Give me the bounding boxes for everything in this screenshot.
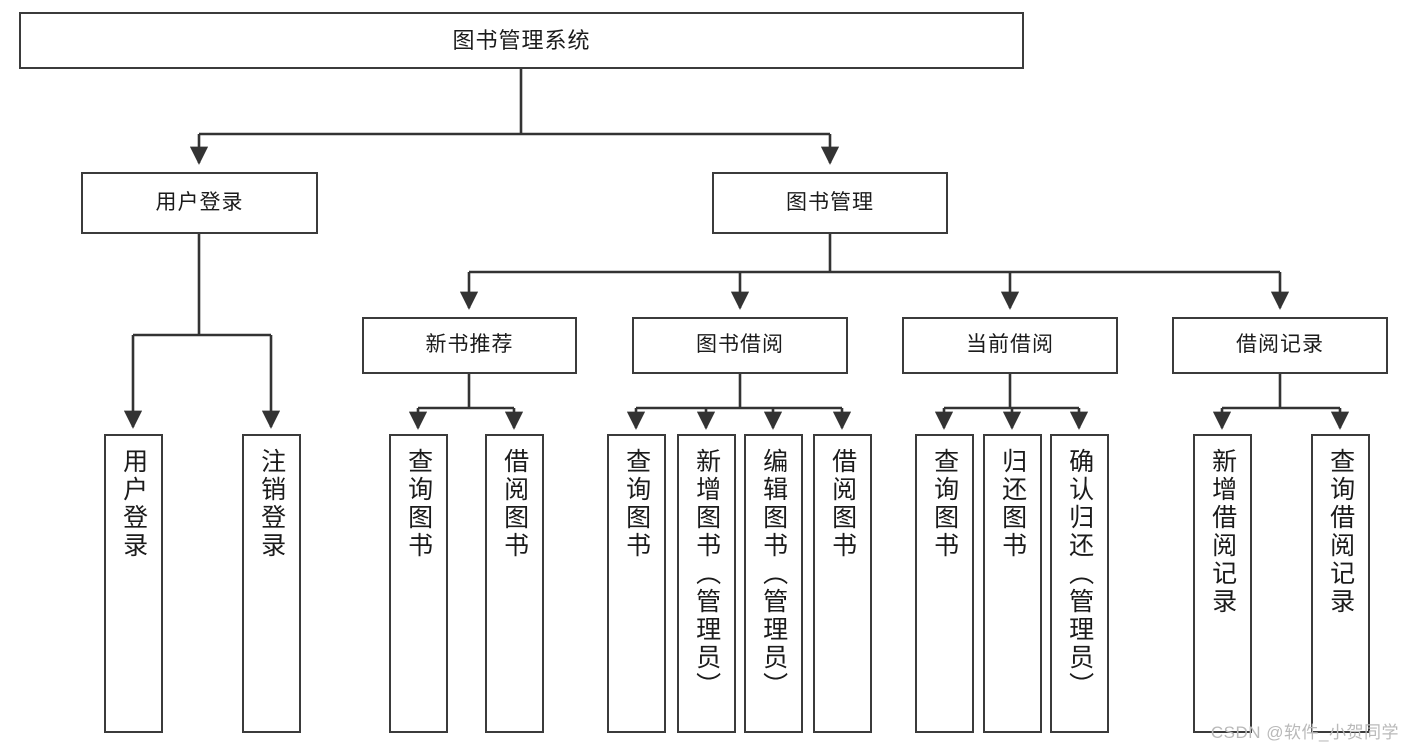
- leaf-query-borrow-record[interactable]: 查询借阅记录: [1311, 434, 1370, 733]
- leaf-confirm-return-admin[interactable]: 确认归还（管理员）: [1050, 434, 1109, 733]
- node-label: 查询图书: [930, 448, 959, 560]
- node-borrow-record[interactable]: 借阅记录: [1172, 317, 1388, 374]
- node-label: 新增图书（管理员）: [692, 448, 721, 700]
- node-new-book-recommend[interactable]: 新书推荐: [362, 317, 577, 374]
- node-book-management[interactable]: 图书管理: [712, 172, 948, 234]
- node-label: 用户登录: [119, 448, 148, 560]
- leaf-add-book-admin[interactable]: 新增图书（管理员）: [677, 434, 736, 733]
- node-label: 图书管理: [786, 190, 874, 214]
- node-label: 当前借阅: [966, 333, 1054, 357]
- leaf-user-login[interactable]: 用户登录: [104, 434, 163, 733]
- node-label: 查询图书: [622, 448, 651, 560]
- node-label: 借阅记录: [1236, 333, 1324, 357]
- leaf-borrow-book-recommend[interactable]: 借阅图书: [485, 434, 544, 733]
- leaf-logout[interactable]: 注销登录: [242, 434, 301, 733]
- node-label: 注销登录: [257, 448, 286, 560]
- leaf-query-book-current[interactable]: 查询图书: [915, 434, 974, 733]
- leaf-borrow-book[interactable]: 借阅图书: [813, 434, 872, 733]
- node-root-book-management-system[interactable]: 图书管理系统: [19, 12, 1024, 69]
- node-label: 新增借阅记录: [1208, 448, 1237, 616]
- leaf-edit-book-admin[interactable]: 编辑图书（管理员）: [744, 434, 803, 733]
- node-label: 借阅图书: [500, 448, 529, 560]
- node-label: 确认归还（管理员）: [1065, 448, 1094, 700]
- node-label: 归还图书: [998, 448, 1027, 560]
- leaf-return-book[interactable]: 归还图书: [983, 434, 1042, 733]
- node-label: 借阅图书: [828, 448, 857, 560]
- leaf-add-borrow-record[interactable]: 新增借阅记录: [1193, 434, 1252, 733]
- node-label: 用户登录: [155, 190, 244, 214]
- node-label: 编辑图书（管理员）: [759, 448, 788, 700]
- node-user-login[interactable]: 用户登录: [81, 172, 318, 234]
- leaf-query-book-borrow[interactable]: 查询图书: [607, 434, 666, 733]
- node-current-borrow[interactable]: 当前借阅: [902, 317, 1118, 374]
- leaf-query-book-recommend[interactable]: 查询图书: [389, 434, 448, 733]
- node-label: 图书借阅: [696, 333, 784, 357]
- node-book-borrow[interactable]: 图书借阅: [632, 317, 848, 374]
- node-label: 查询借阅记录: [1326, 448, 1355, 616]
- node-label: 新书推荐: [425, 333, 514, 357]
- node-label: 查询图书: [404, 448, 433, 560]
- node-label: 图书管理系统: [452, 27, 591, 53]
